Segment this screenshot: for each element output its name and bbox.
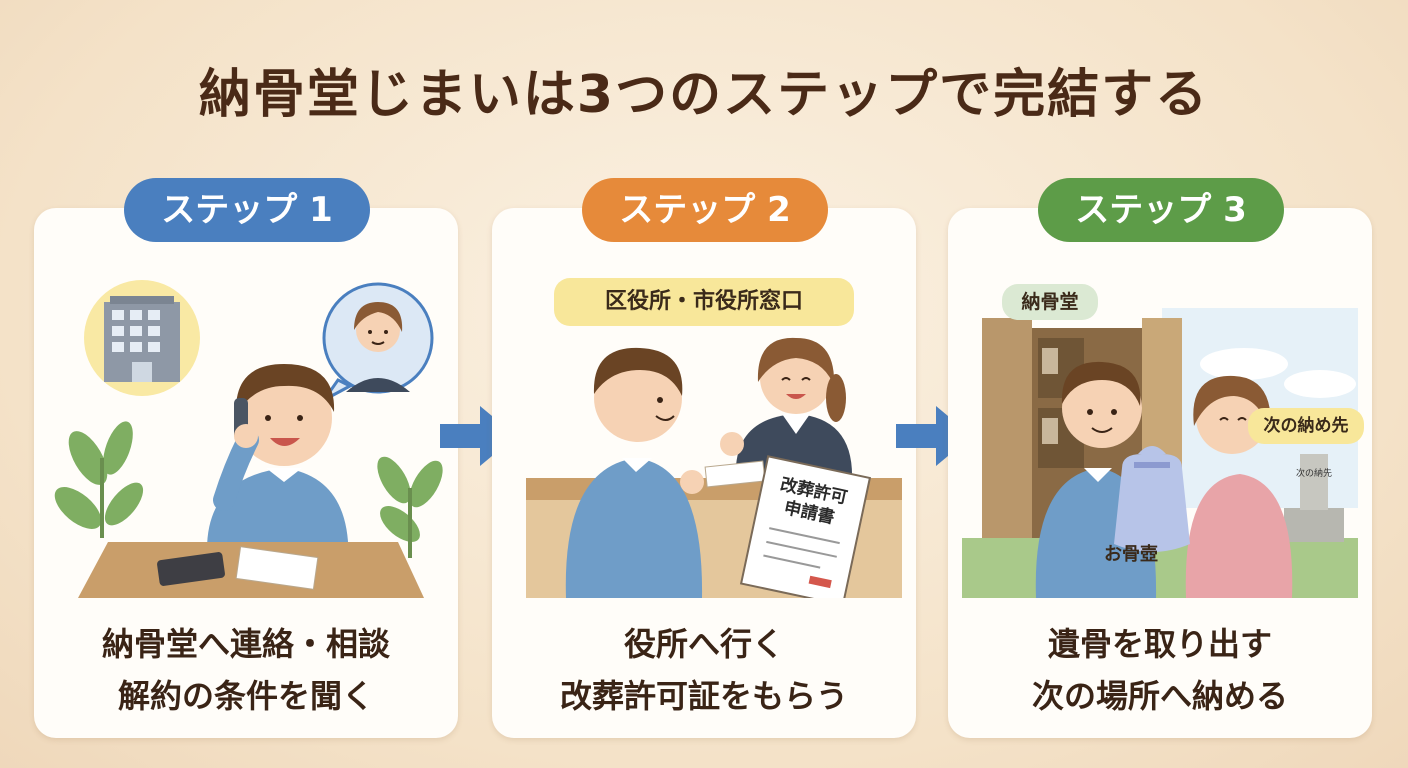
phone-consultation-illustration bbox=[54, 280, 443, 598]
step-2-caption-line1: 役所へ行く bbox=[623, 625, 784, 663]
grave-stone: 次の納先 bbox=[1284, 454, 1344, 542]
paper bbox=[235, 546, 319, 590]
retrieve-remains-illustration: 次の納先 bbox=[962, 308, 1358, 598]
grave-inscription: 次の納先 bbox=[1296, 467, 1332, 479]
step-3-caption-line1: 遺骨を取り出す bbox=[1047, 625, 1272, 663]
step-2-card: 区役所・市役所窓口 bbox=[492, 208, 916, 738]
step-3-badge: ステップ 3 bbox=[1038, 178, 1284, 242]
city-office-illustration: 改葬許可 申請書 bbox=[526, 337, 902, 598]
step-2-caption-line2: 改葬許可証をもらう bbox=[559, 677, 848, 715]
application-form: 改葬許可 申請書 bbox=[739, 455, 872, 598]
plant-right bbox=[377, 456, 443, 558]
step-1-caption-line2: 解約の条件を聞く bbox=[117, 677, 374, 715]
ossuary-tag: 納骨堂 bbox=[1002, 284, 1098, 320]
next-destination-tag: 次の納め先 bbox=[1248, 408, 1364, 444]
urn-bag bbox=[1114, 446, 1190, 552]
step-1-card: 納骨堂へ連絡・相談 解約の条件を聞く bbox=[34, 208, 458, 738]
clerk bbox=[720, 337, 853, 480]
tablet bbox=[157, 552, 225, 586]
office-window-tag: 区役所・市役所窓口 bbox=[554, 278, 854, 326]
man-on-phone bbox=[206, 364, 349, 568]
page-title: 納骨堂じまいは3つのステップで完結する bbox=[198, 65, 1210, 125]
man-at-counter bbox=[565, 347, 704, 598]
step-1-caption-line1: 納骨堂へ連絡・相談 bbox=[101, 625, 390, 663]
building-icon bbox=[104, 296, 180, 382]
staff-icon bbox=[346, 302, 410, 392]
step-2-badge: ステップ 2 bbox=[582, 178, 828, 242]
step-3-caption-line2: 次の場所へ納める bbox=[1031, 677, 1288, 715]
step-1-badge: ステップ 1 bbox=[124, 178, 370, 242]
plant-left bbox=[54, 421, 144, 538]
step-3-card: 次の納先 納骨堂 次の納め先 お骨壺 遺骨を取り出す 次の場所へ納める bbox=[948, 208, 1372, 738]
urn-label: お骨壺 bbox=[1104, 544, 1158, 565]
